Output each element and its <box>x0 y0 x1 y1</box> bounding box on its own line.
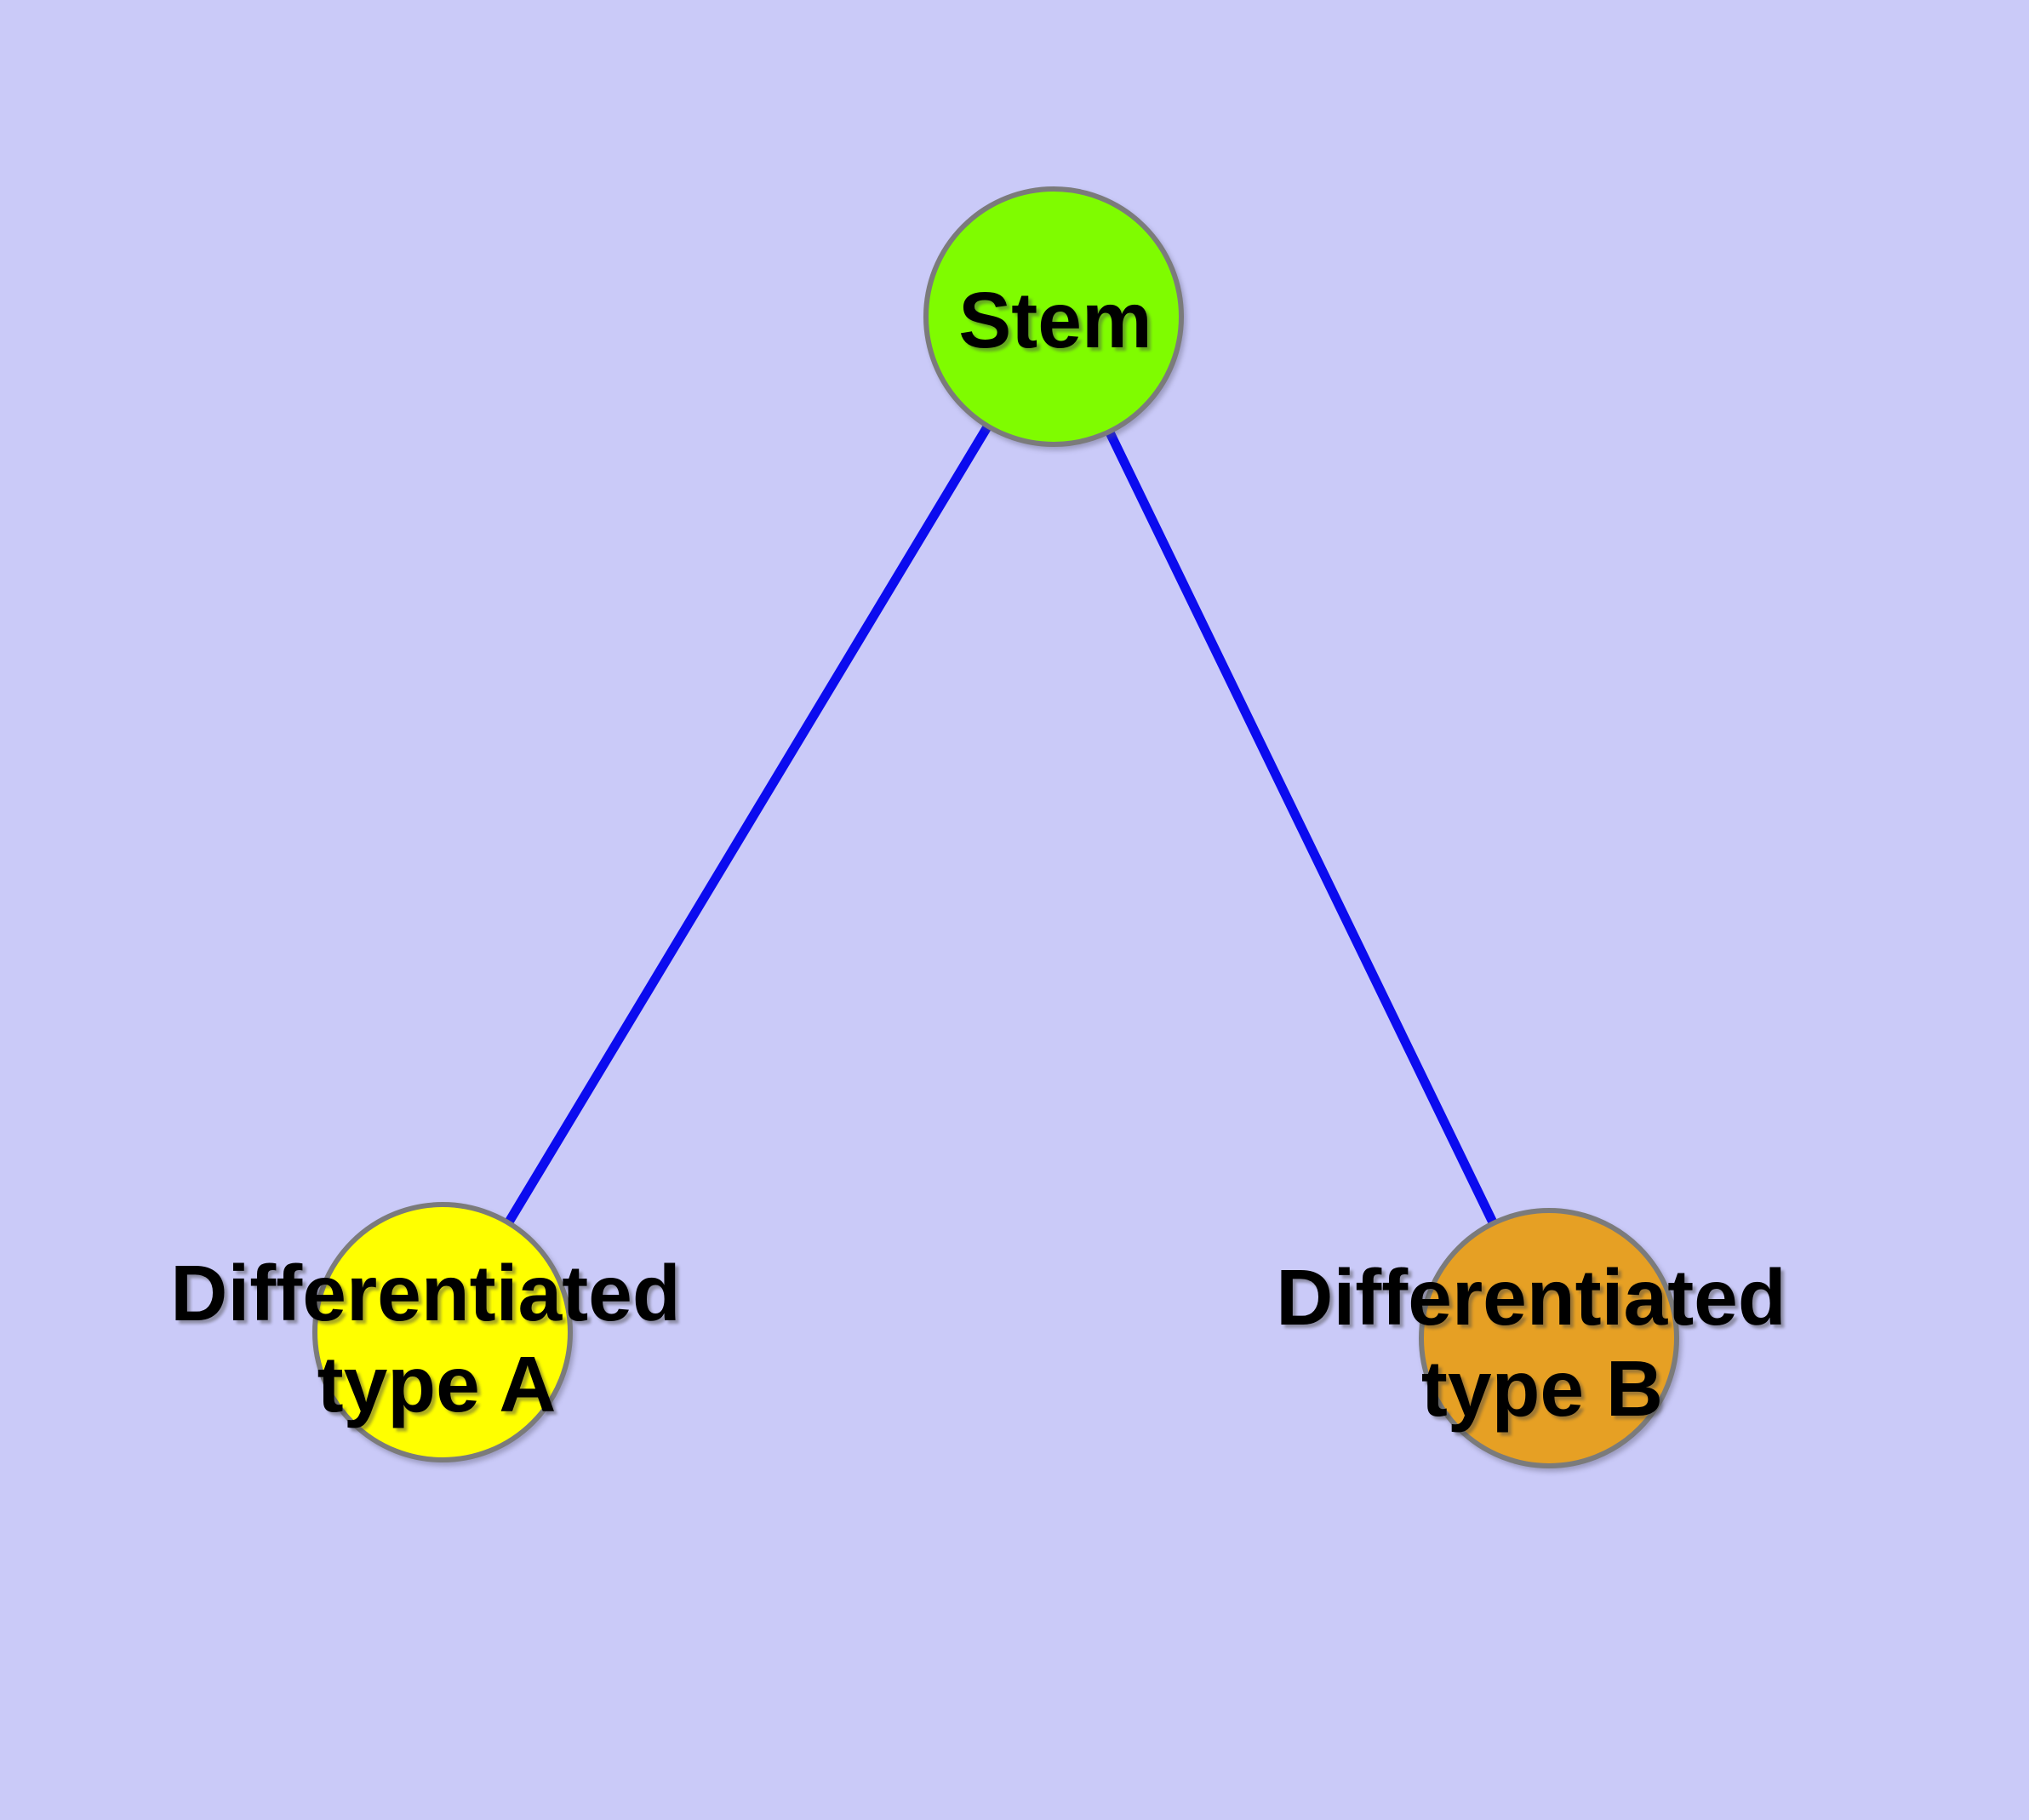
edge-stem-to-type-b <box>1049 312 1554 1343</box>
node-stem: Stem <box>923 186 1184 447</box>
node-differentiated-type-a-label-line1: Differentiated <box>170 1249 680 1337</box>
node-differentiated-type-b-circle <box>1419 1208 1679 1468</box>
node-differentiated-type-a: Differentiated type A <box>170 1202 681 1462</box>
node-differentiated-type-b-label-line1: Differentiated <box>1276 1253 1786 1342</box>
node-stem-circle <box>923 186 1184 447</box>
node-stem-label: Stem <box>958 276 1152 364</box>
node-differentiated-type-b: Differentiated type B <box>1276 1208 1786 1468</box>
edge-stem-to-type-a <box>437 312 1059 1337</box>
node-differentiated-type-a-circle <box>312 1202 573 1462</box>
node-differentiated-type-b-label-line2: type B <box>1421 1344 1663 1433</box>
node-differentiated-type-a-label-line2: type A <box>317 1340 557 1428</box>
